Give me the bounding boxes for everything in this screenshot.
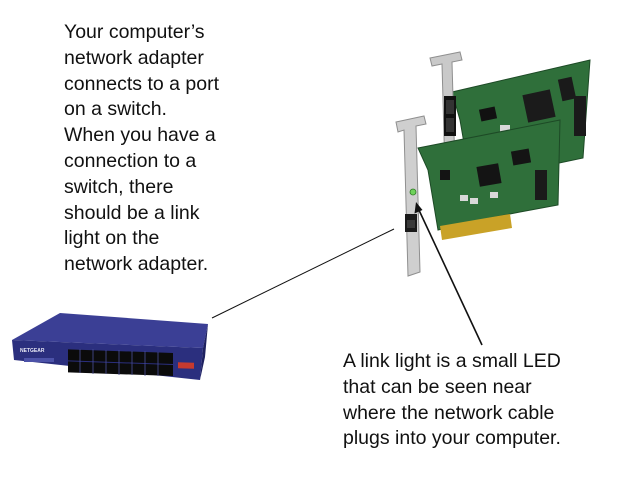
switch-port-dividers	[79, 349, 159, 376]
network-adapter-card-icon	[395, 51, 591, 277]
link-light-led	[409, 188, 417, 196]
led-pointer-arrow	[417, 207, 483, 346]
switch-top	[12, 313, 208, 348]
front-card-bracket	[395, 115, 427, 277]
front-card	[417, 119, 561, 240]
adapter-caption: Your computer’s network adapter connects…	[64, 21, 220, 276]
switch-brand-label: NETGEAR	[20, 348, 45, 354]
switch-to-adapter-line	[211, 228, 395, 319]
led-caption: A link light is a small LED that can be …	[343, 350, 561, 450]
arrow-head-icon	[414, 202, 423, 214]
switch-port-bank	[68, 349, 173, 377]
network-switch-icon: NETGEAR	[12, 313, 208, 380]
